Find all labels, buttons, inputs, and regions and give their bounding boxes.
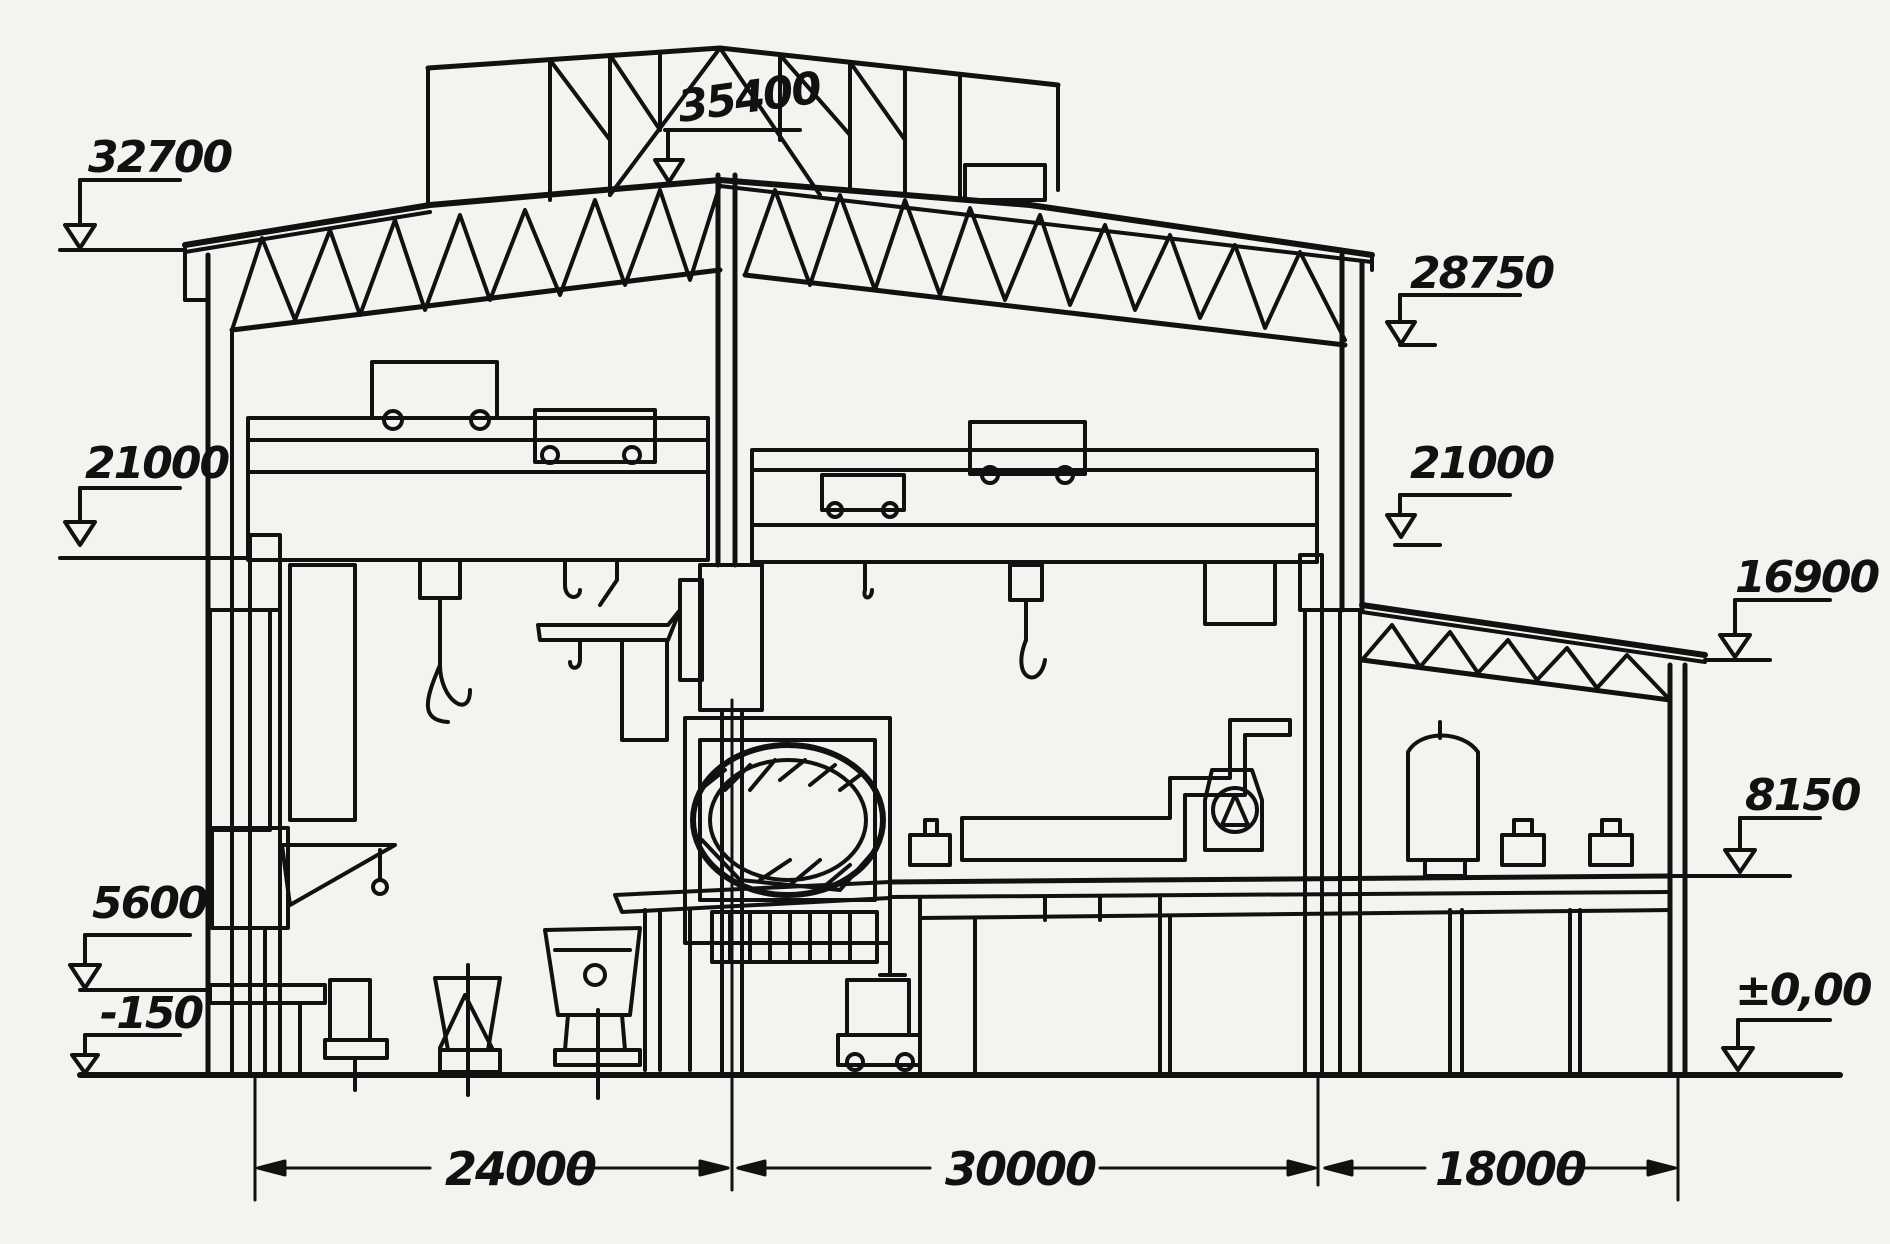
left-overhead-crane	[246, 360, 710, 742]
label-elevation-21000-left: 21000	[85, 438, 229, 489]
label-span-left: 24000	[445, 1142, 596, 1196]
elevation-markers	[58, 128, 1832, 1075]
left-bay-structure	[205, 252, 397, 1078]
right-main-column	[1298, 252, 1365, 1187]
converter-vessel	[613, 716, 907, 1072]
right-bay-structure	[1359, 602, 1708, 1202]
label-elevation-8150: 8150	[1745, 770, 1861, 821]
left-roof-truss	[182, 177, 723, 333]
ground-wagons	[323, 926, 922, 1100]
label-elevation-35400: 35400	[674, 62, 824, 133]
label-elevation-5600: 5600	[92, 878, 208, 929]
main-roof-truss	[717, 177, 1375, 348]
label-elevation-28750: 28750	[1410, 248, 1554, 299]
span-labels: 24000 30000 18000	[445, 1142, 1588, 1196]
label-elevation-minus150: -150	[100, 988, 203, 1039]
main-overhead-crane	[750, 420, 1319, 680]
label-elevation-16900: 16900	[1735, 552, 1879, 603]
dimension-line	[253, 1073, 1677, 1202]
central-column	[678, 172, 764, 1192]
label-elevation-21000-right: 21000	[1410, 438, 1554, 489]
label-span-middle: 30000	[945, 1142, 1096, 1196]
label-elevation-zero: ±0,00	[1735, 965, 1872, 1016]
label-elevation-32700: 32700	[88, 132, 232, 183]
working-platform	[887, 718, 1673, 1077]
label-span-right: 18000	[1435, 1142, 1586, 1196]
